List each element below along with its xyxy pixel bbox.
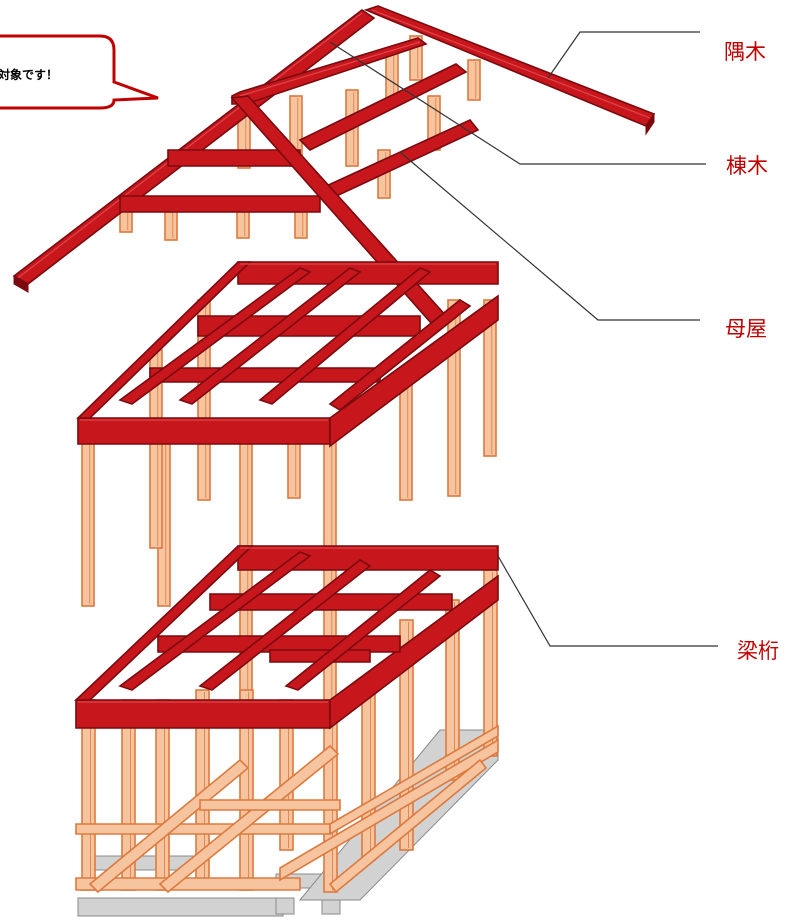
wood-beam <box>75 823 331 835</box>
red-member <box>329 294 499 448</box>
label-sumigi: 隅木 <box>724 40 766 64</box>
timber-frame <box>75 35 499 894</box>
wood-post <box>361 689 376 861</box>
red-member <box>258 267 432 405</box>
callout-bubble-shape <box>0 34 159 110</box>
red-member <box>284 569 442 691</box>
wood-beam <box>329 724 499 836</box>
leader-line <box>497 555 718 647</box>
red-member <box>76 261 252 419</box>
leader-line <box>399 151 700 321</box>
label-moya: 母屋 <box>725 317 767 341</box>
label-munagi: 棟木 <box>726 154 768 178</box>
red-member <box>119 195 321 213</box>
red-member <box>118 267 312 405</box>
red-member <box>329 574 499 730</box>
red-member <box>178 267 362 405</box>
wood-beam <box>75 877 301 891</box>
wood-beam <box>158 744 340 894</box>
wood-post <box>287 439 301 499</box>
callout-bubble <box>0 34 159 110</box>
red-member <box>328 299 472 411</box>
wood-post <box>467 59 481 101</box>
red-member-end <box>645 112 655 136</box>
red-member-highlight <box>371 9 651 119</box>
highlighted-members <box>12 5 656 730</box>
leader-lines <box>329 31 718 647</box>
red-member <box>118 551 312 691</box>
label-harigeta: 梁桁 <box>737 639 779 663</box>
red-member <box>149 367 381 383</box>
wood-post <box>81 439 95 607</box>
wood-beam <box>328 758 488 894</box>
callout-text: 対象です！ <box>0 68 59 82</box>
foundation-block <box>77 897 284 917</box>
red-member-highlight <box>239 41 421 97</box>
red-member-highlight <box>17 12 363 279</box>
leader-line <box>547 31 700 79</box>
wood-beam <box>88 758 250 894</box>
red-member <box>73 545 255 701</box>
red-member <box>77 417 331 445</box>
leader-line <box>329 41 706 165</box>
red-member <box>198 559 372 691</box>
red-member <box>237 261 499 285</box>
wood-beam <box>199 799 341 811</box>
red-member <box>75 699 331 729</box>
foundation-block <box>275 897 295 915</box>
wood-post <box>483 299 497 457</box>
wood-post <box>399 379 413 501</box>
red-member <box>237 545 499 571</box>
red-member-end <box>13 275 29 293</box>
wood-beam <box>279 738 499 882</box>
